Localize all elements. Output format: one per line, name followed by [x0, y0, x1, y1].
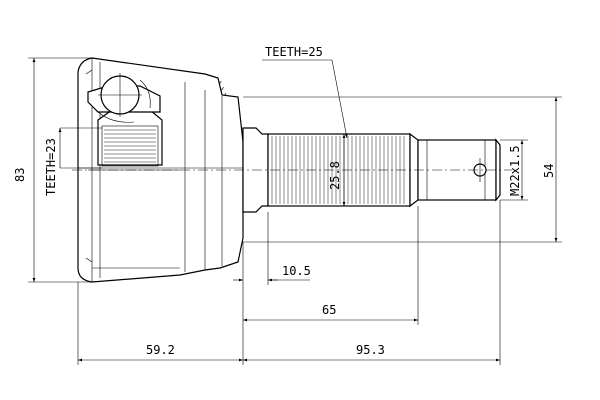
spline-dia-label: 25.8 — [328, 161, 342, 190]
dimension-lines — [32, 58, 558, 362]
shoulder-len-label: 10.5 — [282, 264, 311, 278]
outer-spline — [271, 136, 405, 204]
teeth-inner-label: TEETH=23 — [44, 138, 58, 196]
teeth-outer-label: TEETH=25 — [265, 45, 323, 59]
stem — [242, 127, 501, 213]
extension-lines — [28, 57, 562, 365]
thread-label: M22x1.5 — [508, 145, 522, 196]
ball — [95, 73, 151, 123]
inner-spline — [104, 129, 156, 163]
body-len-label: 59.2 — [146, 343, 175, 357]
total-stem-len-label: 95.3 — [356, 343, 385, 357]
overall-dia-label: 83 — [13, 168, 27, 182]
stem-len-label: 65 — [322, 303, 336, 317]
shaft-dia-label: 54 — [542, 164, 556, 178]
